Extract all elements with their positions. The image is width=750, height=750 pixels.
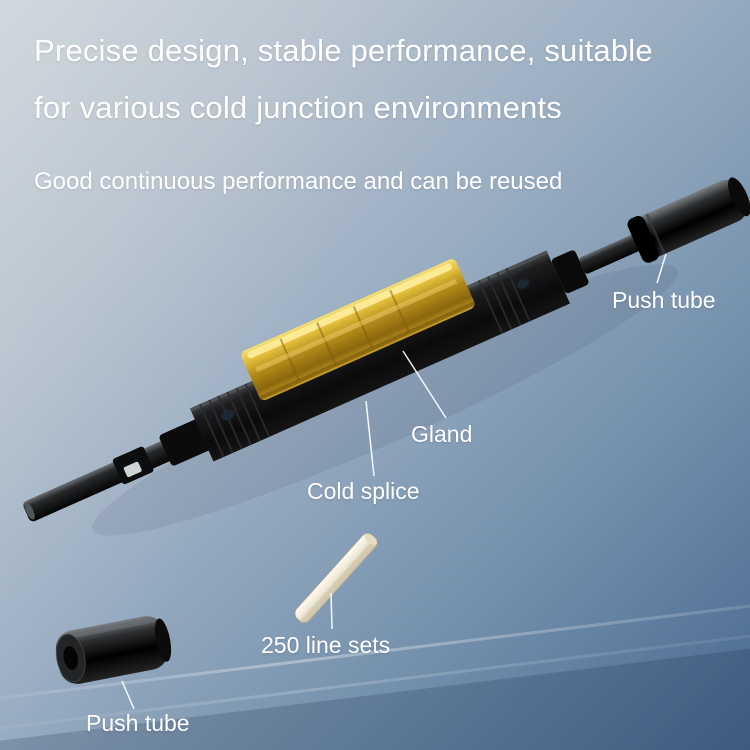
line-sets-rod xyxy=(294,533,378,623)
assembly-shadow xyxy=(92,264,678,536)
leader-cold-splice xyxy=(365,400,375,477)
label-push-tube-bottom: Push tube xyxy=(86,710,190,736)
body-grooves-right xyxy=(477,267,531,334)
page-title: Precise design, stable performance, suit… xyxy=(34,22,653,136)
left-tube-end xyxy=(24,502,35,520)
page-subtitle: Good continuous performance and can be r… xyxy=(34,168,563,195)
leader-line-sets xyxy=(330,592,333,630)
body-left-step xyxy=(159,419,211,466)
cold-splice-assembly xyxy=(23,177,750,522)
right-neck-ring xyxy=(551,250,589,294)
label-gland: Gland xyxy=(411,421,473,447)
leader-lines xyxy=(121,253,667,710)
right-shaft xyxy=(579,234,642,274)
label-250-line-sets: 250 line sets xyxy=(261,632,391,658)
body-hole-right xyxy=(516,278,530,289)
body-hole-left xyxy=(221,409,235,421)
label-push-tube-top: Push tube xyxy=(612,287,716,313)
leader-push-tube-bottom xyxy=(121,680,135,710)
page-title-line1: Precise design, stable performance, suit… xyxy=(34,33,653,68)
leader-gland xyxy=(402,350,447,419)
collar-window xyxy=(123,461,142,478)
body-grooves-left xyxy=(199,383,271,458)
push-tube-loose xyxy=(55,616,172,684)
splice-body xyxy=(189,250,571,462)
gland-part xyxy=(241,259,476,401)
leader-push-tube-top xyxy=(656,253,667,284)
push-tube-attached xyxy=(627,177,750,263)
page-title-line2: for various cold junction environments xyxy=(34,90,562,126)
label-cold-splice: Cold splice xyxy=(307,478,420,504)
